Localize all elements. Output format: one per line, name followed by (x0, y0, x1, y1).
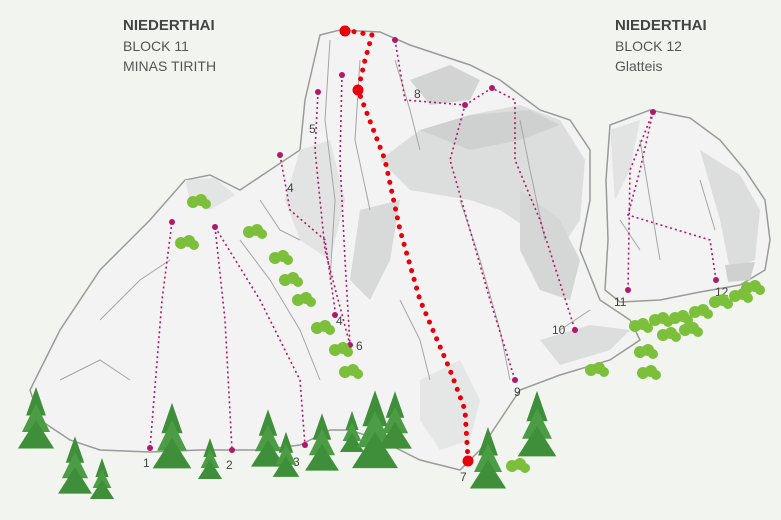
block-name: Glatteis (615, 58, 663, 74)
route-label-4-upper: 4 (287, 181, 294, 195)
route-label-5: 5 (309, 122, 316, 136)
route-label-3: 3 (293, 455, 300, 469)
bush (269, 250, 293, 265)
route-label-6: 6 (356, 339, 363, 353)
tree (197, 438, 223, 479)
tree (517, 390, 557, 457)
route-label-8: 8 (414, 87, 421, 101)
bush (657, 327, 681, 342)
bush (292, 292, 316, 307)
bush (709, 294, 733, 309)
tree (272, 431, 300, 477)
route-label-7: 7 (460, 470, 467, 484)
block-11-title: NIEDERTHAI BLOCK 11 MINAS TIRITH (123, 16, 216, 76)
route-label-11: 11 (614, 295, 627, 309)
tree (352, 390, 398, 469)
bush (741, 280, 765, 295)
rock-block-12 (604, 109, 771, 303)
bush (689, 304, 713, 319)
bush (279, 272, 303, 287)
tree (251, 409, 285, 467)
highlighted-route-7 (339, 25, 474, 467)
tree (469, 427, 507, 489)
climbing-routes (149, 39, 717, 451)
block-number: BLOCK 11 (123, 38, 189, 54)
route-label-10: 10 (552, 323, 566, 337)
route-label-9: 9 (514, 385, 521, 399)
bush (669, 310, 693, 325)
tree (339, 411, 365, 452)
anchor-points (147, 37, 719, 453)
tree (305, 413, 339, 471)
bush (311, 320, 335, 335)
bush (175, 235, 199, 250)
bush (243, 224, 267, 239)
rock-block-11 (29, 29, 641, 471)
tree (89, 458, 115, 499)
block-12-title: NIEDERTHAI BLOCK 12 Glatteis (615, 16, 707, 76)
tree (58, 436, 92, 494)
tree (152, 402, 192, 469)
area-name: NIEDERTHAI (123, 17, 215, 34)
route-label-1: 1 (143, 456, 150, 470)
bushes (175, 194, 765, 473)
bush (629, 318, 653, 333)
bush (506, 458, 530, 473)
tree (378, 391, 412, 449)
trees (17, 387, 557, 499)
block-name: MINAS TIRITH (123, 58, 217, 74)
tree (17, 387, 55, 449)
route-label-4-lower: 4 (336, 314, 343, 328)
bush (329, 342, 353, 357)
block-number: BLOCK 12 (615, 38, 682, 54)
bush (634, 344, 658, 359)
bush (679, 322, 703, 337)
bush (637, 365, 661, 380)
area-name: NIEDERTHAI (615, 17, 707, 34)
bush (585, 362, 609, 377)
route-label-2: 2 (226, 458, 233, 472)
bush (339, 364, 363, 379)
bush (187, 194, 211, 209)
